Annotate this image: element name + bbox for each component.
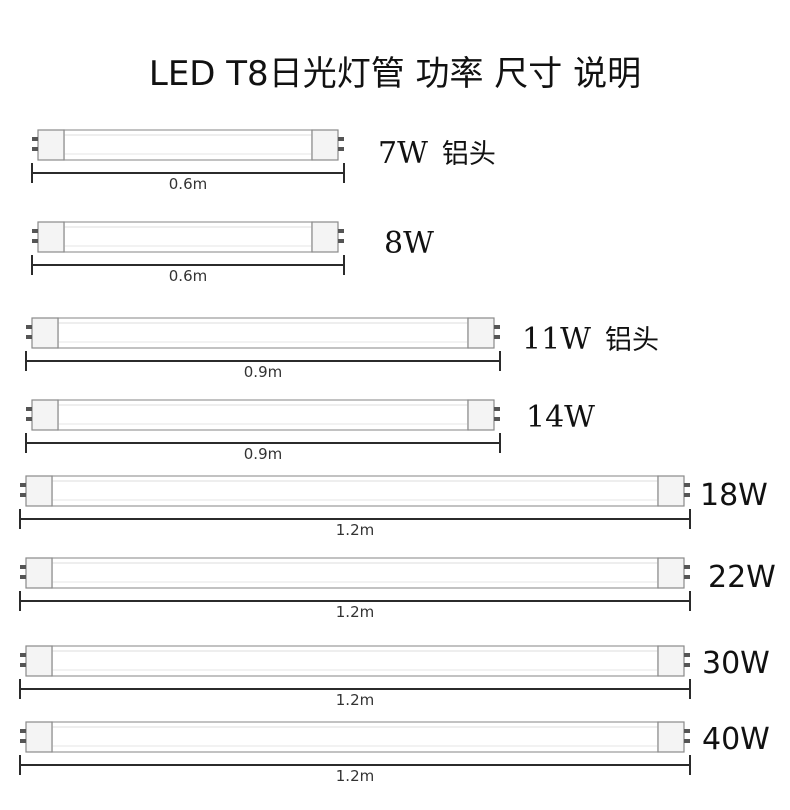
tube-watt: 7W — [378, 136, 428, 171]
right-pin — [494, 417, 500, 421]
left-pin — [20, 739, 26, 743]
left-pin — [20, 663, 26, 667]
right-end-cap — [657, 645, 685, 677]
right-pin — [684, 653, 690, 657]
tube-row: 1.2m — [0, 474, 790, 564]
right-pin — [338, 147, 344, 151]
tube-watt: 18W — [700, 478, 768, 513]
tube-drawing — [31, 221, 345, 275]
tube-watt: 40W — [702, 722, 770, 757]
left-end-cap — [25, 475, 53, 507]
right-pin — [338, 239, 344, 243]
left-pin — [20, 565, 26, 569]
tube-drawing — [19, 645, 691, 699]
led-t8-spec-diagram: { "title": "LED T8日光灯管 功率 尺寸 说明", "accen… — [0, 54, 790, 785]
left-pin — [20, 575, 26, 579]
tube-row: 0.6m — [0, 220, 790, 310]
left-end-cap — [37, 221, 65, 253]
right-pin — [684, 565, 690, 569]
left-pin — [20, 729, 26, 733]
right-end-cap — [467, 399, 495, 431]
tube-power-label: 22W — [708, 560, 776, 595]
left-pin — [32, 239, 38, 243]
tube-length-label: 0.6m — [168, 175, 208, 193]
tube-watt: 30W — [702, 646, 770, 681]
tube-watt: 22W — [708, 560, 776, 595]
right-pin — [494, 325, 500, 329]
left-pin — [20, 483, 26, 487]
left-end-cap — [25, 557, 53, 589]
right-end-cap — [467, 317, 495, 349]
left-pin — [20, 653, 26, 657]
page-title: LED T8日光灯管 功率 尺寸 说明 — [148, 54, 642, 94]
left-pin — [26, 407, 32, 411]
tube-watt: 8W — [384, 226, 434, 261]
tube-power-label: 30W — [702, 646, 770, 681]
left-pin — [32, 229, 38, 233]
right-pin — [684, 493, 690, 497]
tube-drawing — [31, 129, 345, 183]
tube-length-label: 0.9m — [243, 445, 283, 463]
right-pin — [684, 739, 690, 743]
tube-row: 0.6m — [0, 128, 790, 218]
left-pin — [26, 417, 32, 421]
tube-drawing — [19, 475, 691, 529]
tube-length-label: 1.2m — [335, 603, 375, 621]
tube-length-label: 1.2m — [335, 691, 375, 709]
tube-length-label: 0.9m — [243, 363, 283, 381]
tube-note: 铝头 — [605, 325, 660, 356]
tube-drawing — [25, 317, 501, 371]
left-pin — [32, 137, 38, 141]
left-pin — [20, 493, 26, 497]
tube-row: 0.9m — [0, 398, 790, 488]
tube-power-label: 14W — [526, 400, 595, 435]
left-end-cap — [31, 399, 59, 431]
tube-power-label: 40W — [702, 722, 770, 757]
tube-power-label: 7W 铝头 — [378, 132, 496, 171]
left-pin — [26, 335, 32, 339]
tube-length-label: 1.2m — [335, 521, 375, 539]
right-pin — [684, 729, 690, 733]
tube-power-label: 11W 铝头 — [522, 318, 659, 357]
tube-watt: 14W — [526, 400, 596, 435]
tube-drawing — [19, 557, 691, 611]
right-pin — [338, 229, 344, 233]
right-pin — [684, 575, 690, 579]
right-end-cap — [311, 129, 339, 161]
left-pin — [32, 147, 38, 151]
tube-row: 0.9m — [0, 316, 790, 406]
right-pin — [494, 335, 500, 339]
right-end-cap — [657, 475, 685, 507]
tube-power-label: 18W — [700, 478, 768, 513]
tube-row: 1.2m — [0, 556, 790, 646]
tube-drawing — [25, 399, 501, 453]
right-end-cap — [657, 721, 685, 753]
right-pin — [494, 407, 500, 411]
tube-note: 铝头 — [441, 139, 496, 170]
left-end-cap — [31, 317, 59, 349]
tube-row: 1.2m — [0, 720, 790, 810]
tube-row: 1.2m — [0, 644, 790, 734]
tube-watt: 11W — [522, 322, 592, 357]
left-end-cap — [25, 721, 53, 753]
right-end-cap — [311, 221, 339, 253]
right-end-cap — [657, 557, 685, 589]
tube-drawing — [19, 721, 691, 775]
right-pin — [338, 137, 344, 141]
tube-power-label: 8W — [384, 226, 434, 261]
right-pin — [684, 483, 690, 487]
tube-length-label: 0.6m — [168, 267, 208, 285]
tube-length-label: 1.2m — [335, 767, 375, 785]
left-end-cap — [37, 129, 65, 161]
left-pin — [26, 325, 32, 329]
left-end-cap — [25, 645, 53, 677]
right-pin — [684, 663, 690, 667]
